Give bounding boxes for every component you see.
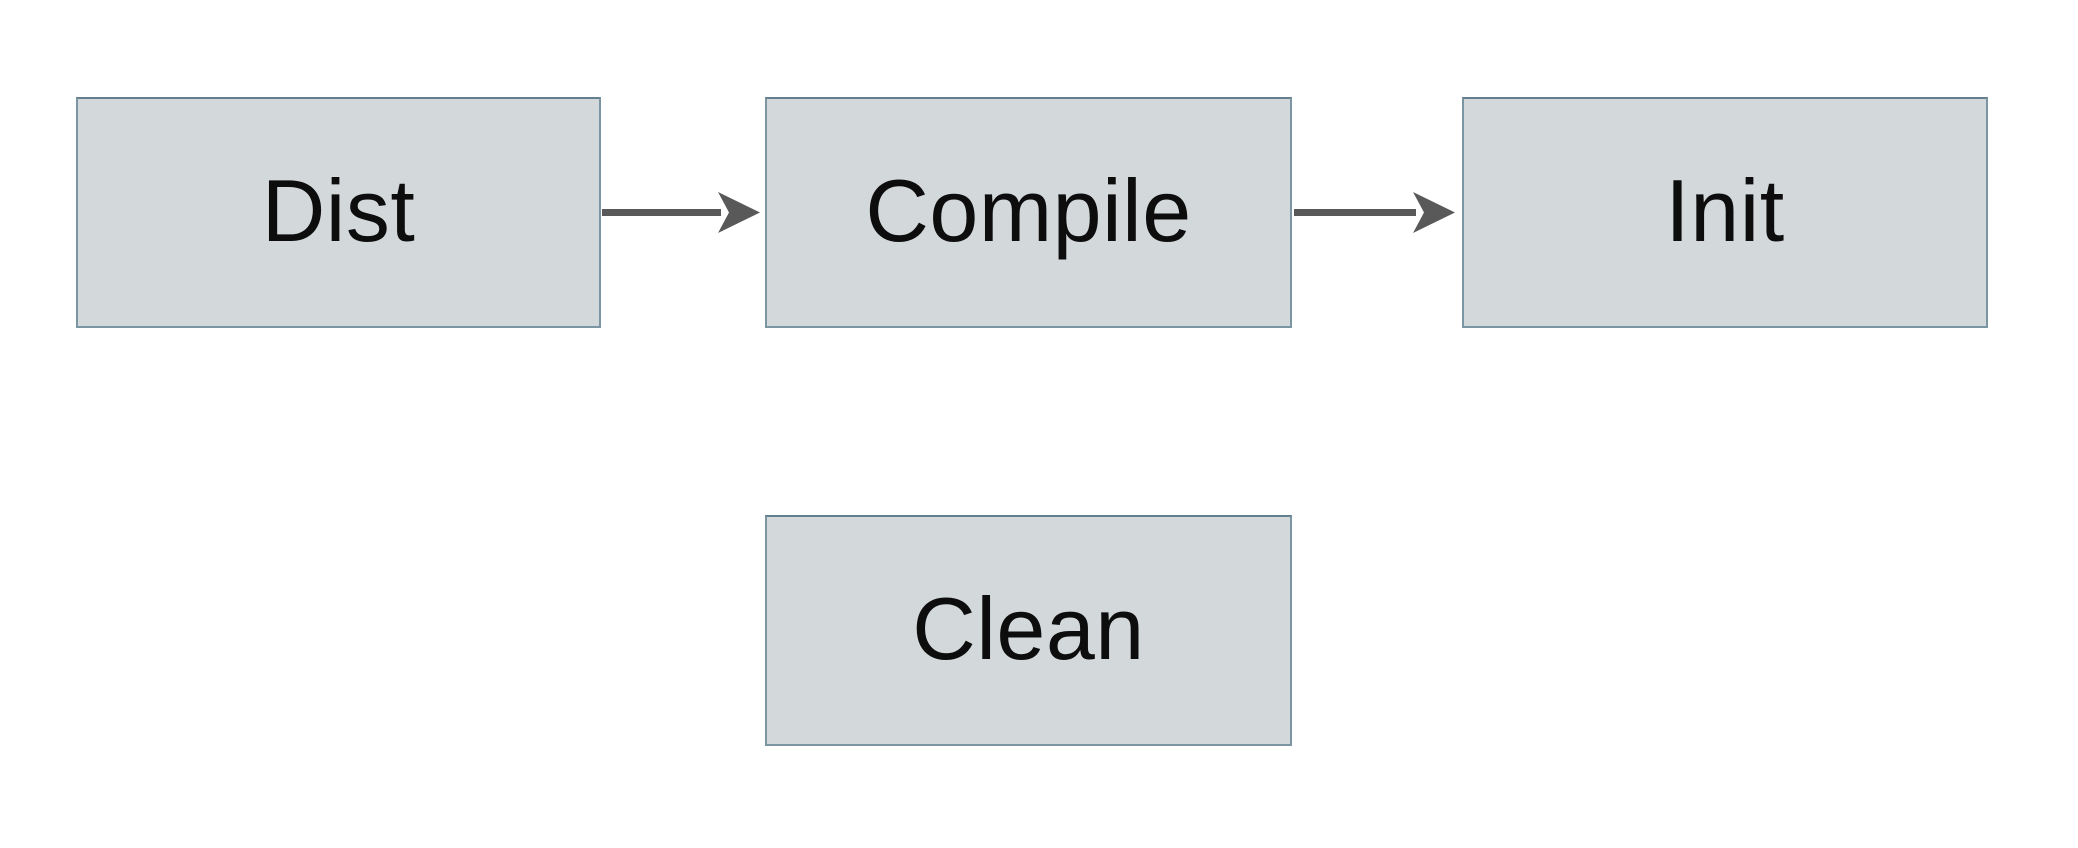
node-compile: Compile [765, 97, 1292, 328]
node-compile-label: Compile [865, 160, 1192, 260]
node-dist-label: Dist [261, 160, 416, 260]
arrow-dist-to-compile [602, 192, 760, 233]
arrow-compile-to-init [1294, 192, 1455, 233]
arrowhead-icon [718, 192, 760, 233]
node-dist: Dist [76, 97, 601, 328]
node-clean: Clean [765, 515, 1292, 746]
node-init-label: Init [1665, 160, 1785, 260]
node-clean-label: Clean [912, 578, 1145, 678]
node-init: Init [1462, 97, 1988, 328]
arrowhead-icon [1413, 192, 1455, 233]
